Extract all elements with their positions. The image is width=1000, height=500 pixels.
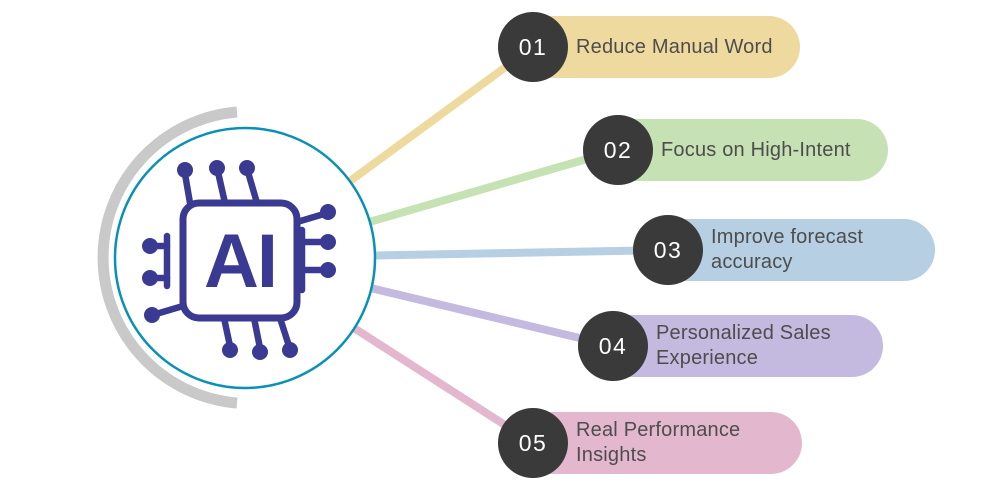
hub-shadow-arc [97,106,238,409]
benefit-label-4: Personalized Sales Experience [656,322,831,369]
benefit-label-2: Focus on High-Intent [661,138,851,161]
step-number-3: 03 [653,236,683,263]
benefit-pill-3: 03 Improve forecast accuracy [633,215,935,285]
benefit-pill-1: 01 Reduce Manual Word [498,12,800,82]
ai-chip-icon: AI [142,160,336,360]
step-number-5: 05 [518,429,548,456]
benefit-pill-2: 02 Focus on High-Intent [583,115,888,185]
chip-body [179,199,301,322]
step-number-2: 02 [603,136,633,163]
chip-pin-dots [142,160,336,360]
benefit-label-1: Reduce Manual Word [576,35,773,58]
benefit-pill-4: 04 Personalized Sales Experience [578,311,883,381]
benefit-label-5: Real Performance Insights [576,419,741,466]
step-number-4: 04 [598,332,628,359]
step-number-badge-2: 02 [583,115,653,185]
step-number-1: 01 [518,33,548,60]
benefit-label-3: Improve forecast accuracy [711,226,864,273]
step-number-badge-5: 05 [498,408,568,478]
benefit-pill-5: 05 Real Performance Insights [498,408,802,478]
step-number-badge-3: 03 [633,215,703,285]
hub-ai-label: AI [204,219,276,304]
step-number-badge-1: 01 [498,12,568,82]
step-number-badge-4: 04 [578,311,648,381]
